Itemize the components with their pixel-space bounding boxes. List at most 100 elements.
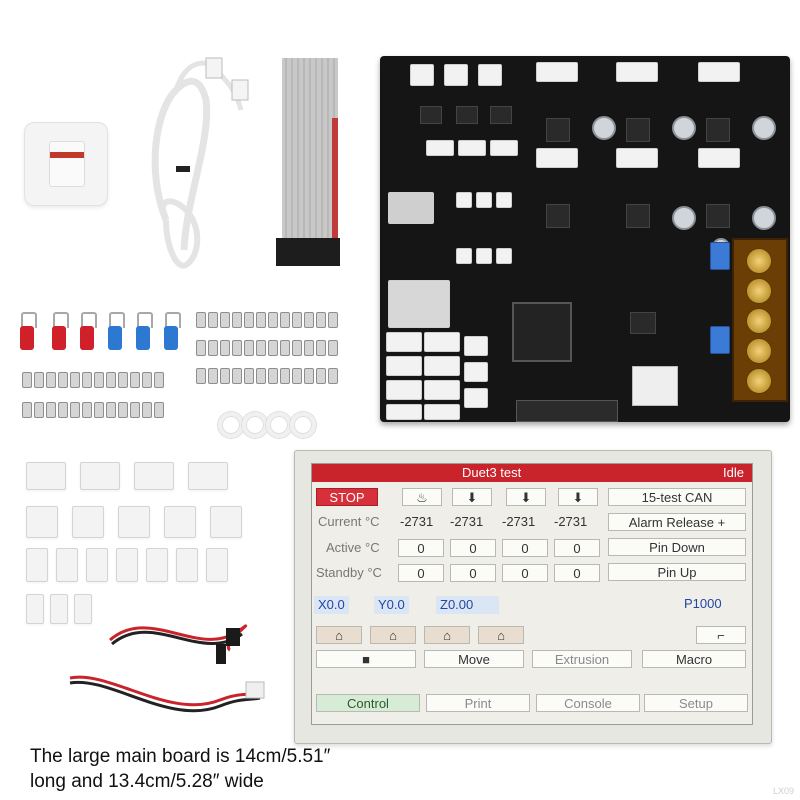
crimp-pin [328, 368, 338, 384]
crimp-pin [292, 368, 302, 384]
crimp-pin [70, 372, 80, 388]
crimp-pin [220, 340, 230, 356]
crimp-pin [232, 368, 242, 384]
crimp-pin [208, 340, 218, 356]
tab-setup[interactable]: Setup [644, 694, 748, 712]
crimp-pin [94, 402, 104, 418]
crimp-pin [142, 372, 152, 388]
crimp-pin [22, 402, 32, 418]
can-button[interactable]: 15-test CAN [608, 488, 746, 506]
main-board [380, 56, 790, 422]
crimp-pin [118, 402, 128, 418]
home-all-icon[interactable]: ⌂ [316, 626, 362, 644]
crimp-pin [82, 402, 92, 418]
lcd-title-bar: Duet3 test Idle [312, 464, 752, 482]
caption-line-1: The large main board is 14cm/5.51″ [30, 746, 331, 767]
standby-temp-label: Standby °C [316, 565, 382, 580]
heater-3-icon[interactable]: ⬇ [558, 488, 598, 506]
home-x-icon[interactable]: ⌂ [370, 626, 416, 644]
stop-button[interactable]: STOP [316, 488, 378, 506]
standby-temp-0[interactable]: 0 [398, 564, 444, 582]
crimp-pin [46, 402, 56, 418]
crimp-pin [256, 368, 266, 384]
crimp-pin [118, 372, 128, 388]
current-temp-1: -2731 [450, 514, 484, 529]
active-temp-3[interactable]: 0 [554, 539, 600, 557]
bed-compensation-icon[interactable]: ■ [316, 650, 416, 668]
alarm-release-button[interactable]: Alarm Release + [608, 513, 746, 531]
caption-line-2: long and 13.4cm/5.28″ wide [30, 771, 264, 792]
pin-down-button[interactable]: Pin Down [608, 538, 746, 556]
ribbon-cable [276, 58, 340, 266]
crimp-pin [268, 312, 278, 328]
crimp-pin [316, 312, 326, 328]
crimp-pin [292, 340, 302, 356]
mcu-chip [512, 302, 572, 362]
extrusion-button[interactable]: Extrusion [532, 650, 632, 668]
standby-temp-3[interactable]: 0 [554, 564, 600, 582]
crimp-pin [196, 312, 206, 328]
current-temp-3: -2731 [554, 514, 588, 529]
heater-2-icon[interactable]: ⬇ [506, 488, 546, 506]
sd-card-chip [49, 141, 85, 187]
home-y-icon[interactable]: ⌂ [424, 626, 470, 644]
crimp-pin [328, 340, 338, 356]
crimp-pin [58, 372, 68, 388]
pin-up-button[interactable]: Pin Up [608, 563, 746, 581]
crimp-pin [70, 402, 80, 418]
size-caption: The large main board is 14cm/5.51″ long … [30, 744, 470, 794]
white-cable [151, 57, 249, 269]
crimp-pin [316, 340, 326, 356]
standby-temp-1[interactable]: 0 [450, 564, 496, 582]
crimp-pin [94, 372, 104, 388]
heater-1-icon[interactable]: ⬇ [452, 488, 492, 506]
lcd-screen: Duet3 test Idle STOP ♨ ⬇ ⬇ ⬇ 15-test CAN… [311, 463, 753, 725]
rj-socket [632, 366, 678, 406]
crimp-pin [280, 312, 290, 328]
active-temp-0[interactable]: 0 [398, 539, 444, 557]
current-temp-2: -2731 [502, 514, 536, 529]
move-button[interactable]: Move [424, 650, 524, 668]
crimp-pin [130, 372, 140, 388]
lcd-status: Idle [723, 465, 744, 480]
crimp-pin [232, 312, 242, 328]
tab-print[interactable]: Print [426, 694, 530, 712]
crimp-pin [256, 340, 266, 356]
crimp-pin [304, 368, 314, 384]
crimp-pin [34, 372, 44, 388]
crimp-pin [154, 402, 164, 418]
x-position: X0.0 [314, 596, 349, 614]
crimp-pin [244, 368, 254, 384]
power-terminal-block [732, 238, 788, 402]
crimp-pin [34, 402, 44, 418]
crimp-pin [46, 372, 56, 388]
crimp-pin [268, 368, 278, 384]
current-temp-label: Current °C [318, 514, 380, 529]
tab-console[interactable]: Console [536, 694, 640, 712]
current-temp-0: -2731 [400, 514, 434, 529]
crimp-pin [280, 340, 290, 356]
home-z-icon[interactable]: ⌂ [478, 626, 524, 644]
crimp-pin [232, 340, 242, 356]
standby-temp-2[interactable]: 0 [502, 564, 548, 582]
sd-card [24, 122, 108, 206]
crimp-pin [316, 368, 326, 384]
lcd-display-frame: Duet3 test Idle STOP ♨ ⬇ ⬇ ⬇ 15-test CAN… [294, 450, 772, 744]
macro-button[interactable]: Macro [642, 650, 746, 668]
crimp-pin [154, 372, 164, 388]
crimp-pin [244, 340, 254, 356]
wire-harnesses [69, 624, 265, 713]
active-temp-1[interactable]: 0 [450, 539, 496, 557]
bed-heater-icon[interactable]: ♨ [402, 488, 442, 506]
watermark: LX09 [772, 786, 794, 796]
crimp-pin [106, 372, 116, 388]
active-temp-2[interactable]: 0 [502, 539, 548, 557]
crimp-pin [58, 402, 68, 418]
crimp-pin [256, 312, 266, 328]
switch-icon[interactable]: ⌐ [696, 626, 746, 644]
crimp-pin [82, 372, 92, 388]
crimp-pin [22, 372, 32, 388]
tab-control[interactable]: Control [316, 694, 420, 712]
active-temp-label: Active °C [326, 540, 380, 555]
crimp-pin [208, 312, 218, 328]
